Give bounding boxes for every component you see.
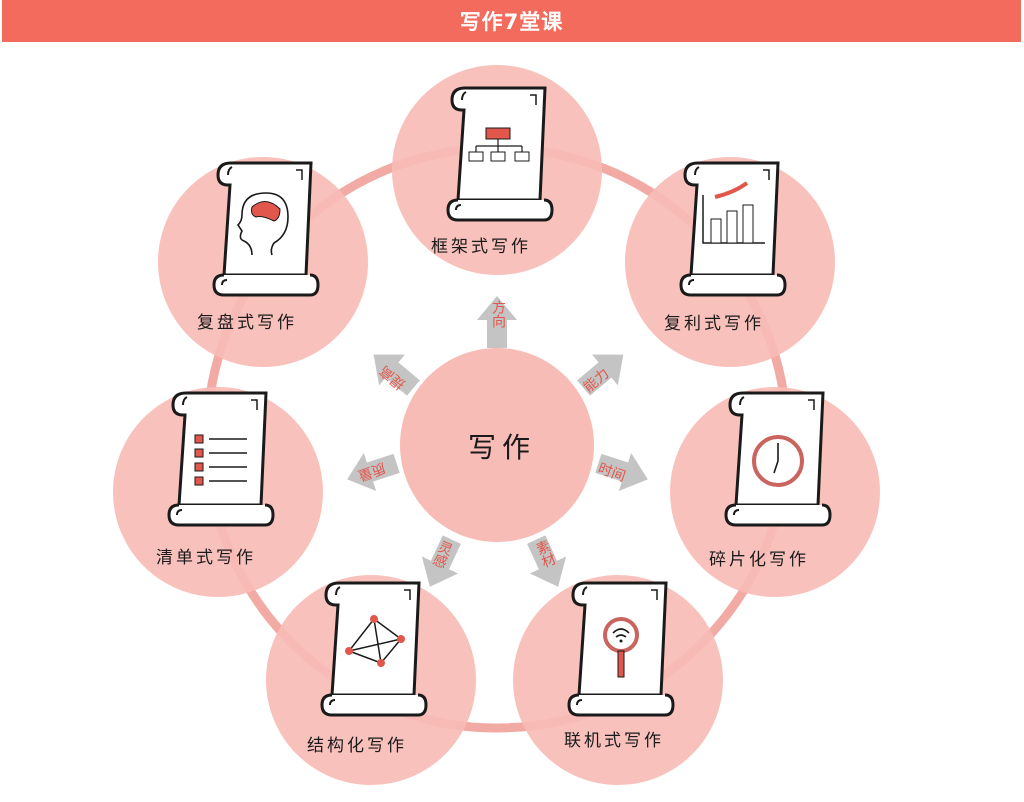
arrow-label-direction: 方向 [490,300,506,328]
arrow-down-right [527,535,567,587]
arrow-down-left [421,535,461,587]
arrow-up-left [373,354,420,396]
pyramid-icon [320,581,428,717]
center-circle [400,348,594,542]
page-header: 写作7堂课 [2,0,1021,42]
arrow-up [477,296,517,348]
node-label-online: 联机式写作 [564,731,664,751]
arrow-left [347,452,400,492]
arrow-up-right [577,354,624,396]
page-title: 写作7堂课 [459,10,564,34]
node-label-structured: 结构化写作 [307,736,407,756]
arrow-right [595,452,648,492]
magnifier-wifi-icon [567,581,675,717]
org-chart-icon [446,86,554,222]
node-label-checklist: 清单式写作 [156,548,256,568]
checklist-icon [167,391,275,527]
writing-diagram [113,65,880,785]
node-label-review: 复盘式写作 [197,313,297,333]
node-label-compound: 复利式写作 [664,314,764,334]
clock-icon [724,391,832,527]
arrows [347,296,648,587]
node-label-fragment: 碎片化写作 [709,550,809,570]
center-label: 写作 [467,431,537,464]
node-label-framework: 框架式写作 [431,237,531,257]
head-brain-icon [212,161,320,297]
bar-chart-growth-icon [679,161,787,297]
